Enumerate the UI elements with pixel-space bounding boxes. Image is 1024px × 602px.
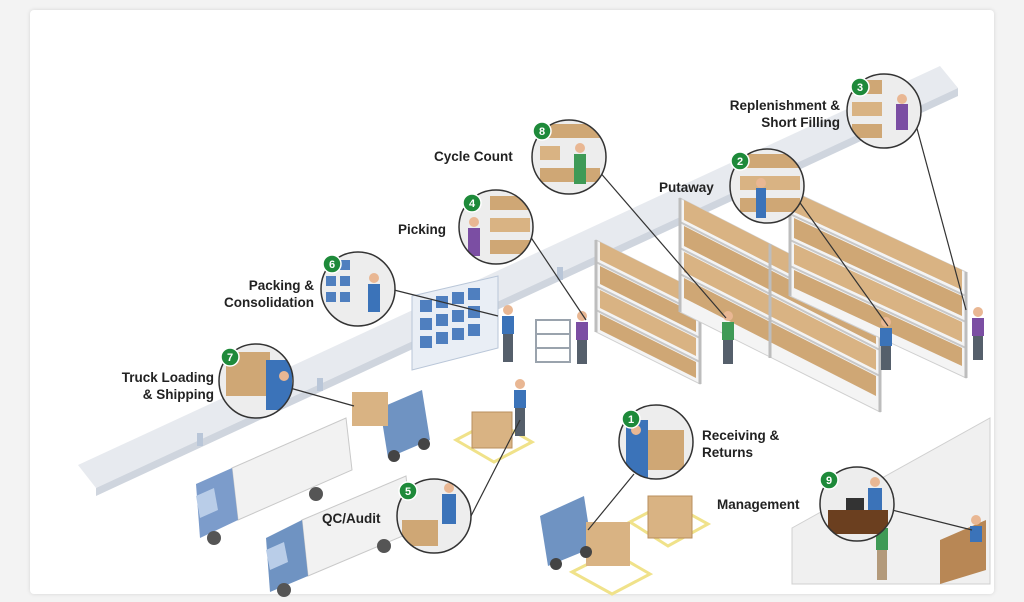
worker-picker bbox=[576, 311, 588, 364]
callout-cycle-count bbox=[531, 119, 607, 195]
worker-office bbox=[970, 515, 982, 542]
forklift-shipping bbox=[352, 390, 430, 462]
badge-6: 6 bbox=[322, 254, 342, 274]
truck-front bbox=[266, 475, 413, 597]
badge-5: 5 bbox=[398, 481, 418, 501]
badge-number-5: 5 bbox=[405, 486, 411, 498]
badge-3: 3 bbox=[850, 77, 870, 97]
callout-qc bbox=[396, 478, 472, 554]
badge-number-9: 9 bbox=[826, 475, 832, 487]
worker-qc bbox=[514, 379, 526, 436]
badge-number-6: 6 bbox=[329, 259, 335, 271]
forklift-receiving bbox=[540, 496, 630, 570]
label-truck-loading: Truck Loading & Shipping bbox=[121, 370, 214, 402]
label-picking: Picking bbox=[398, 222, 447, 237]
badge-number-4: 4 bbox=[469, 198, 476, 210]
truck-back bbox=[196, 417, 353, 545]
shelving-rack-right bbox=[788, 189, 968, 379]
worker-replenishment bbox=[972, 307, 984, 360]
badge-2: 2 bbox=[730, 151, 750, 171]
callout-putaway bbox=[729, 148, 805, 224]
badge-9: 9 bbox=[819, 470, 839, 490]
badge-number-3: 3 bbox=[857, 82, 863, 94]
picking-cart bbox=[535, 319, 571, 363]
badge-4: 4 bbox=[462, 193, 482, 213]
label-management: Management bbox=[717, 497, 800, 512]
badge-8: 8 bbox=[532, 121, 552, 141]
badge-number-8: 8 bbox=[539, 126, 545, 138]
badge-number-2: 2 bbox=[737, 156, 743, 168]
worker-cycle-count bbox=[722, 311, 734, 364]
label-receiving-returns: Receiving & Returns bbox=[702, 428, 780, 460]
pallet-boxes bbox=[471, 411, 693, 539]
callout-management bbox=[819, 466, 895, 542]
label-packing-consolidation: Packing & Consolidation bbox=[224, 278, 314, 310]
packing-station bbox=[411, 275, 499, 371]
workers bbox=[502, 305, 984, 580]
badge-number-1: 1 bbox=[628, 414, 634, 426]
leader-lines bbox=[289, 109, 973, 531]
label-qc-audit: QC/Audit bbox=[322, 511, 381, 526]
shelving-rack-middle bbox=[678, 197, 882, 413]
badge-1: 1 bbox=[621, 409, 641, 429]
badge-number-7: 7 bbox=[227, 352, 233, 364]
label-cycle-count: Cycle Count bbox=[434, 149, 513, 164]
badge-7: 7 bbox=[220, 347, 240, 367]
worker-packer bbox=[502, 305, 514, 362]
label-putaway: Putaway bbox=[659, 180, 714, 195]
label-replenishment: Replenishment & Short Filling bbox=[729, 98, 840, 130]
